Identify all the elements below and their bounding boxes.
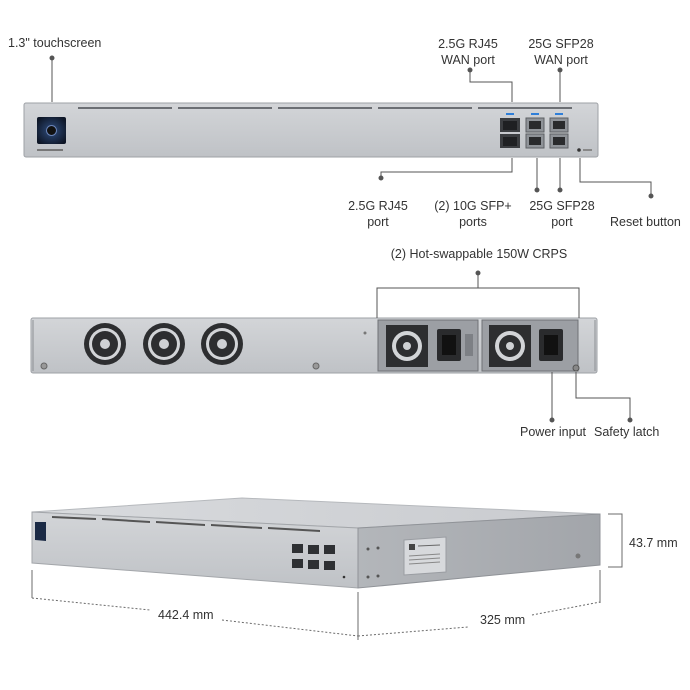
height-dimension-label: 43.7 mm xyxy=(629,536,678,550)
rj45-port-label: 2.5G RJ45 port xyxy=(338,198,418,230)
vent-slot xyxy=(478,107,572,109)
sfp-plus-label: (2) 10G SFP+ ports xyxy=(428,198,518,230)
dimension-lines xyxy=(31,513,623,640)
front-callouts xyxy=(49,55,654,199)
reset-button-hole xyxy=(577,148,581,152)
rear-callouts xyxy=(376,270,633,423)
vent-slot xyxy=(78,107,172,109)
wan-rj45-label-line1: 2.5G RJ45 xyxy=(438,37,498,51)
sfp28-port-label: 25G SFP28 port xyxy=(522,198,602,230)
iso-screen xyxy=(35,522,46,541)
vent-slot xyxy=(178,107,272,109)
psu-module xyxy=(481,319,580,372)
depth-dimension-label: 325 mm xyxy=(480,613,526,627)
brand-text-mark xyxy=(37,149,63,151)
rj45-port-label-line2: port xyxy=(367,215,389,229)
fan-icon xyxy=(143,323,185,365)
iso-ports xyxy=(292,544,335,570)
iso-view xyxy=(31,497,601,589)
wan-rj45-label-line2: WAN port xyxy=(441,53,495,67)
sfp28-port-label-line2: port xyxy=(551,215,573,229)
safety-latch xyxy=(572,364,580,372)
safety-latch-label: Safety latch xyxy=(594,425,660,439)
power-input-label: Power input xyxy=(520,425,587,439)
touchscreen-label: 1.3" touchscreen xyxy=(8,36,102,50)
vent-slot xyxy=(278,107,372,109)
psu-title-label: (2) Hot-swappable 150W CRPS xyxy=(390,247,568,261)
sfp-plus-label-line1: (2) 10G SFP+ xyxy=(434,199,512,213)
sfp-plus-label-line2: ports xyxy=(459,215,487,229)
wan-sfp28-label-line1: 25G SFP28 xyxy=(528,37,594,51)
vent-slot xyxy=(378,107,472,109)
wan-rj45-label: 2.5G RJ45 WAN port xyxy=(430,36,506,68)
screen-logo-icon xyxy=(46,125,57,136)
sfp28-port-label-line1: 25G SFP28 xyxy=(529,199,595,213)
fan-icon xyxy=(201,323,243,365)
wan-sfp28-label-line2: WAN port xyxy=(534,53,588,67)
rj45-port-label-line1: 2.5G RJ45 xyxy=(348,199,408,213)
rear-view xyxy=(30,317,598,374)
wan-sfp28-label: 25G SFP28 WAN port xyxy=(520,36,602,68)
width-dimension-label: 442.4 mm xyxy=(158,608,214,622)
psu-module xyxy=(377,319,479,372)
front-chassis xyxy=(23,102,599,158)
fan-icon xyxy=(84,323,126,365)
reset-button-label: Reset button xyxy=(610,215,681,229)
front-view xyxy=(23,102,599,158)
